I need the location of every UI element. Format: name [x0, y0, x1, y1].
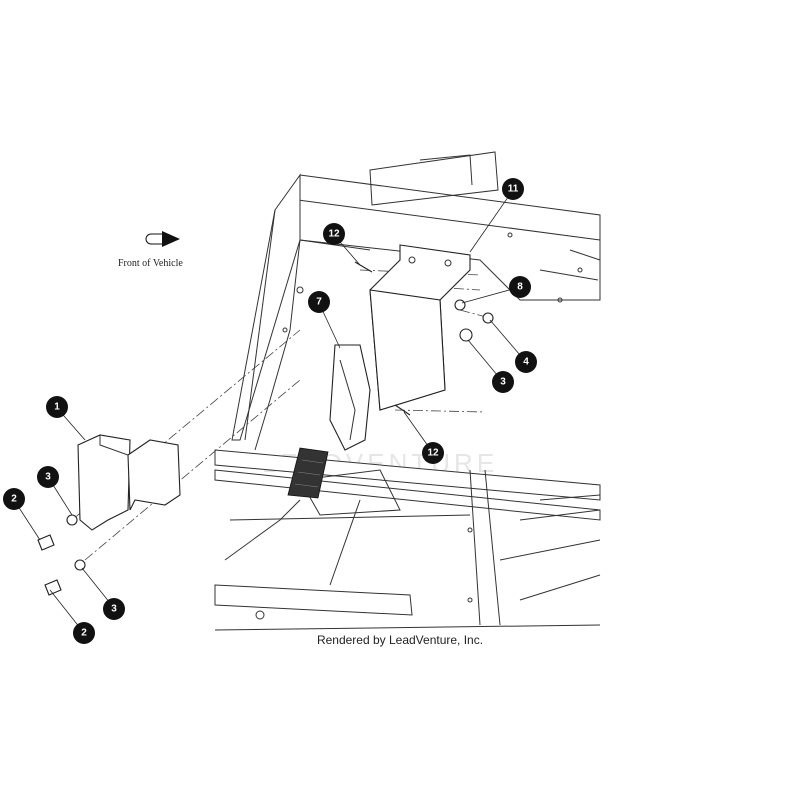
washer-part-3-left-upper: [66, 514, 78, 526]
washer-part-3-right: [459, 328, 473, 342]
screw-part-12-lower: [394, 404, 411, 416]
bracket-part-11: [369, 244, 471, 411]
bolt-part-2-lower: [44, 579, 62, 596]
cover-part-1: [77, 434, 181, 531]
bolt-part-2-upper: [37, 534, 55, 551]
screw-part-12-upper: [354, 261, 373, 273]
accelerator-pedal-part-7: [287, 344, 371, 499]
vehicle-frame: [214, 151, 601, 631]
washer-part-3-left-lower: [74, 559, 86, 571]
footer-credit: Rendered by LeadVenture, Inc.: [316, 633, 484, 647]
front-arrow-icon: [145, 231, 180, 247]
nut-part-8: [454, 299, 466, 311]
front-of-vehicle-label: Front of Vehicle: [118, 258, 183, 269]
